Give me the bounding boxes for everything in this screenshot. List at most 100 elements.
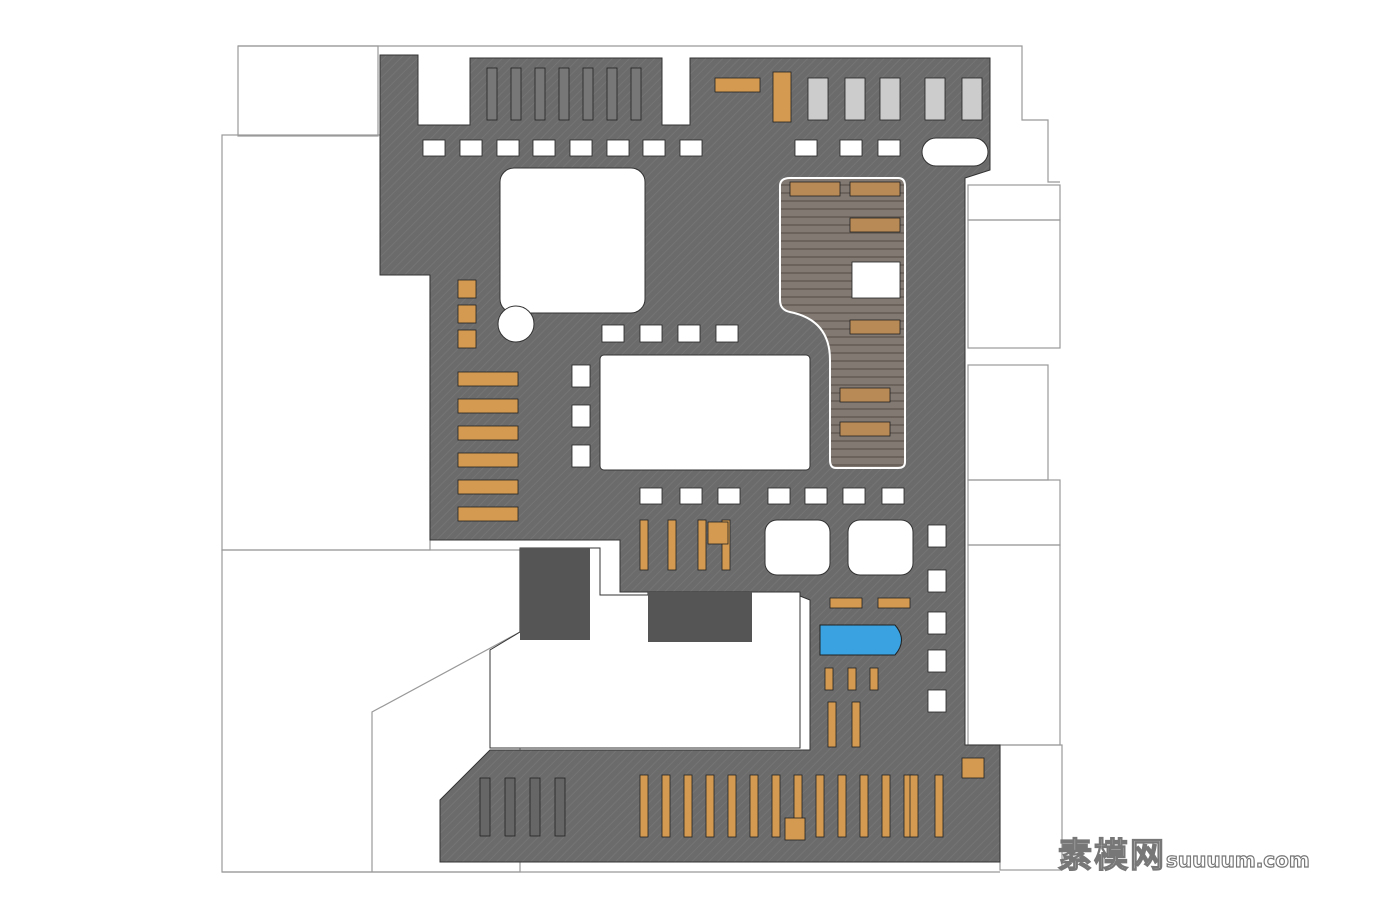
shelf (529, 777, 541, 837)
dark-block (520, 548, 590, 640)
watermark-brand: 素模网 (1057, 835, 1166, 876)
shelf (486, 67, 498, 121)
shelf (824, 667, 834, 691)
table (849, 217, 901, 233)
table (459, 139, 483, 157)
watermark: 素模网 suuuum.com (1057, 828, 1310, 877)
table (642, 139, 666, 157)
bench (829, 597, 863, 609)
table (927, 569, 947, 593)
shelf (661, 774, 671, 838)
display-case (879, 77, 901, 121)
crate (707, 521, 729, 545)
shelf (771, 774, 781, 838)
counter (772, 71, 792, 123)
counter (714, 77, 761, 93)
table (927, 524, 947, 548)
shelf-unit (457, 371, 519, 387)
shelf (851, 701, 861, 748)
table (569, 139, 593, 157)
table (804, 487, 828, 505)
table (639, 324, 663, 343)
building-outlines (221, 45, 1063, 873)
shelf (869, 667, 879, 691)
table (877, 139, 901, 157)
shelf (847, 667, 857, 691)
shelf (934, 774, 944, 838)
table (842, 487, 866, 505)
shelf (749, 774, 759, 838)
crate (457, 304, 477, 324)
shelf (554, 777, 566, 837)
table (606, 139, 630, 157)
table (839, 421, 891, 437)
shelf-unit (457, 479, 519, 495)
shelf (727, 774, 737, 838)
table (927, 689, 947, 713)
watermark-url: suuuum.com (1165, 847, 1310, 872)
shelf (837, 774, 847, 838)
atriums (489, 137, 989, 749)
shelf (639, 774, 649, 838)
shelf (504, 777, 516, 837)
crate (457, 329, 477, 349)
display-case (807, 77, 829, 121)
table (571, 404, 591, 428)
table (881, 487, 905, 505)
table (927, 611, 947, 635)
shelf (510, 67, 522, 121)
crate (784, 817, 806, 841)
shelf (859, 774, 869, 838)
shelf (881, 774, 891, 838)
shelf (697, 519, 707, 571)
crate (961, 757, 985, 779)
shelf (534, 67, 546, 121)
shelf (705, 774, 715, 838)
shelf (827, 701, 837, 748)
shelf-unit (457, 398, 519, 414)
table (532, 139, 556, 157)
shelf (909, 774, 919, 838)
shelf (479, 777, 491, 837)
shelf (630, 67, 642, 121)
table (677, 324, 701, 343)
shelf-unit (457, 452, 519, 468)
table (927, 649, 947, 673)
shelf (815, 774, 825, 838)
table (496, 139, 520, 157)
kiosk (851, 261, 901, 299)
table (767, 487, 791, 505)
crate (457, 279, 477, 299)
shelf-unit (457, 425, 519, 441)
table (849, 319, 901, 335)
table (601, 324, 625, 343)
table (422, 139, 446, 157)
table (849, 181, 901, 197)
shelf (606, 67, 618, 121)
table (639, 487, 663, 505)
table (679, 487, 703, 505)
shelf (558, 67, 570, 121)
dark-block (648, 592, 752, 642)
shelf (721, 519, 731, 571)
table (794, 139, 818, 157)
shelf (582, 67, 594, 121)
shelf (667, 519, 677, 571)
display-case (961, 77, 983, 121)
table (839, 387, 891, 403)
shelf (639, 519, 649, 571)
display-case (924, 77, 946, 121)
table (717, 487, 741, 505)
fixtures (422, 67, 985, 841)
table (679, 139, 703, 157)
bench (877, 597, 911, 609)
table (571, 364, 591, 388)
table (789, 181, 841, 197)
display-case (844, 77, 866, 121)
table (839, 139, 863, 157)
shelf-unit (457, 506, 519, 522)
pool (819, 624, 902, 656)
table (715, 324, 739, 343)
shelf (683, 774, 693, 838)
